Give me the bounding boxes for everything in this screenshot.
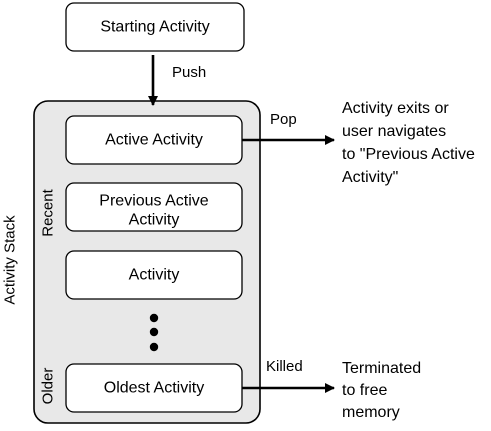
activity-node: Activity <box>65 250 243 300</box>
killed-result-line-2: to free <box>342 382 387 399</box>
pop-result-note: Activity exits or user navigates to "Pre… <box>342 100 475 186</box>
oldest-activity-node: Oldest Activity <box>65 363 243 413</box>
starting-activity-node: Starting Activity <box>65 2 245 52</box>
pop-result-line-2: user navigates <box>342 123 446 140</box>
pop-result-line-1: Activity exits or <box>342 100 449 117</box>
killed-label: Killed <box>266 358 303 375</box>
killed-result-line-1: Terminated <box>342 360 421 377</box>
activity-label: Activity <box>129 267 180 284</box>
starting-activity-label: Starting Activity <box>100 19 209 36</box>
active-activity-node: Active Activity <box>65 115 243 165</box>
killed-result-note: Terminated to free memory <box>342 360 421 421</box>
activity-stack-label: Activity Stack <box>2 215 19 305</box>
pop-label: Pop <box>270 111 297 128</box>
oldest-activity-label: Oldest Activity <box>104 380 204 397</box>
killed-result-line-3: memory <box>342 404 400 421</box>
pop-result-line-3: to "Previous Active <box>342 146 475 163</box>
older-label: Older <box>40 368 57 405</box>
previous-active-activity-label-line-1: Previous Active <box>99 193 208 210</box>
previous-active-activity-label-line-2: Activity <box>129 212 180 229</box>
recent-label: Recent <box>40 188 57 236</box>
active-activity-label: Active Activity <box>105 132 203 149</box>
push-label: Push <box>172 64 206 81</box>
pop-result-line-4: Activity" <box>342 169 398 186</box>
previous-active-activity-node: Previous Active Activity <box>65 182 243 232</box>
ellipsis-dots <box>149 313 159 352</box>
